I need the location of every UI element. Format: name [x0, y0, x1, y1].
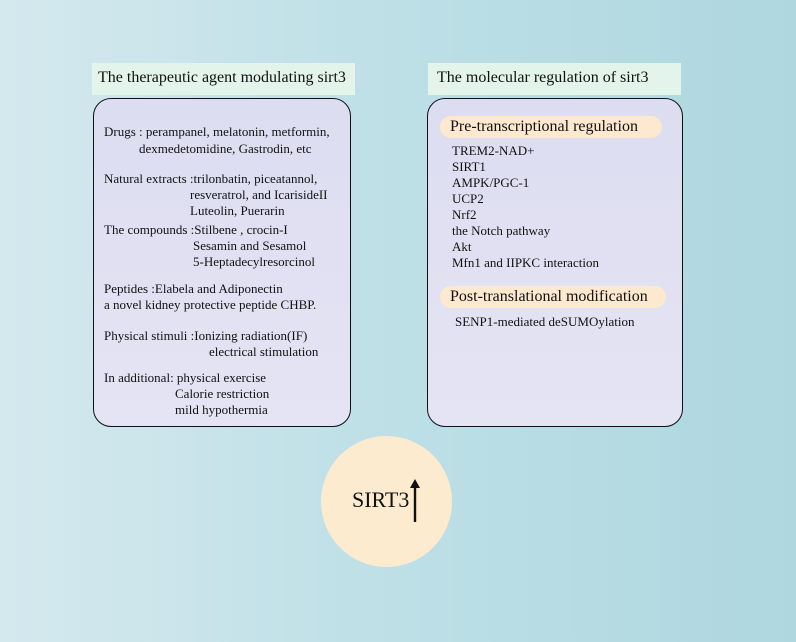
in-additional-line-3: mild hypothermia [175, 402, 268, 417]
pre-item: AMPK/PGC-1 [452, 175, 530, 190]
natural-extracts-line-3: Luteolin, Puerarin [190, 203, 285, 218]
up-arrow-icon [410, 479, 420, 522]
pre-item: Akt [452, 239, 472, 254]
therapeutic-agents-title: The therapeutic agent modulating sirt3 [92, 63, 355, 95]
sirt3-label: SIRT3 [352, 487, 410, 512]
drugs-line-2: dexmedetomidine, Gastrodin, etc [139, 141, 312, 156]
natural-extracts-line-2: resveratrol, and IcarisideII [190, 187, 328, 202]
post-translational-heading: Post-translational modification [440, 286, 666, 308]
pre-transcriptional-heading: Pre-transcriptional regulation [440, 116, 662, 138]
therapeutic-agents-panel [93, 98, 351, 427]
pre-item: UCP2 [452, 191, 484, 206]
molecular-regulation-title: The molecular regulation of sirt3 [428, 63, 681, 95]
compounds-line-3: 5-Heptadecylresorcinol [193, 254, 316, 269]
natural-extracts-line-1: Natural extracts :trilonbatin, piceatann… [104, 171, 318, 186]
pre-item: SIRT1 [452, 159, 486, 174]
compounds-line-1: The compounds :Stilbene , crocin-I [104, 222, 288, 237]
physical-stimuli-line-2: electrical stimulation [209, 344, 319, 359]
molecular-regulation-panel [427, 98, 683, 427]
peptides-line-2: a novel kidney protective peptide CHBP. [104, 297, 317, 312]
pre-item: Mfn1 and IIPKC interaction [452, 255, 599, 270]
pre-item: TREM2-NAD+ [452, 143, 535, 158]
pre-item: Nrf2 [452, 207, 477, 222]
peptides-line-1: Peptides :Elabela and Adiponectin [104, 281, 283, 296]
compounds-line-2: Sesamin and Sesamol [193, 238, 307, 253]
physical-stimuli-line-1: Physical stimuli :Ionizing radiation(IF) [104, 328, 308, 343]
drugs-line-1: Drugs : perampanel, melatonin, metformin… [104, 124, 330, 139]
sirt3-node [321, 436, 452, 567]
post-item: SENP1-mediated deSUMOylation [455, 314, 635, 329]
in-additional-line-1: In additional: physical exercise [104, 370, 267, 385]
in-additional-line-2: Calorie restriction [175, 386, 270, 401]
pre-item: the Notch pathway [452, 223, 551, 238]
